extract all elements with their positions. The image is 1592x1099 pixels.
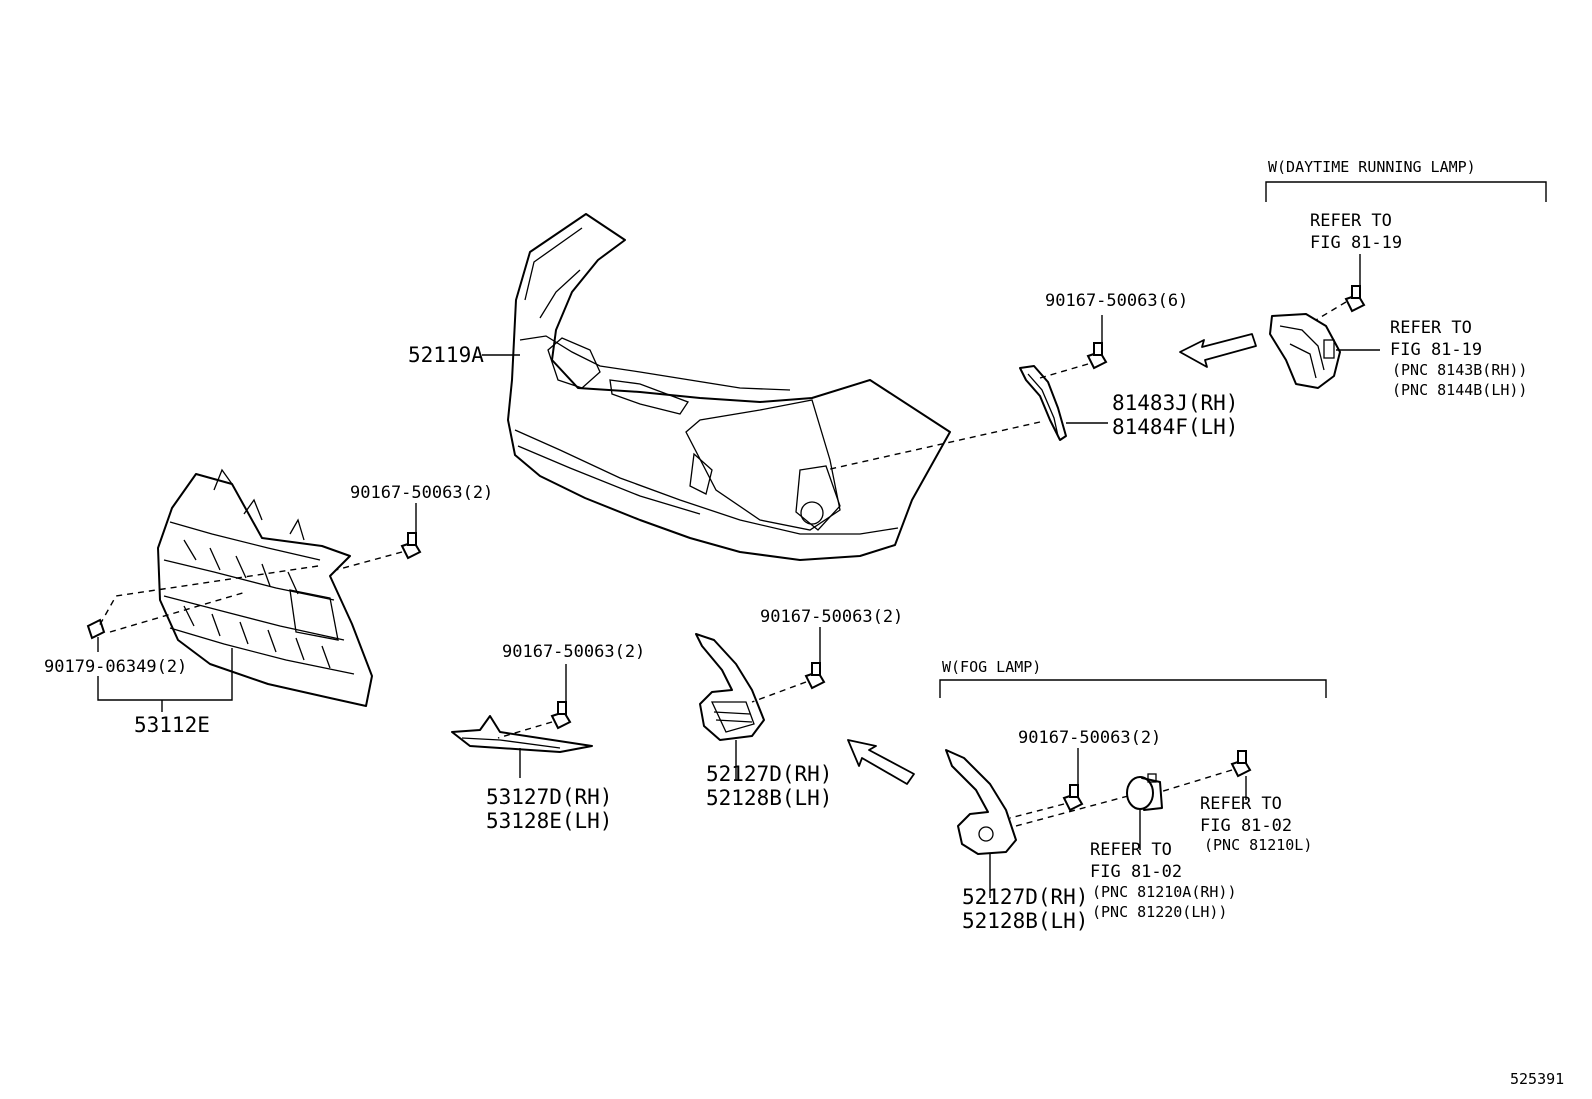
molding-drawing[interactable] <box>451 715 593 753</box>
bumper-cover-label: 52119A <box>408 343 484 367</box>
screw-fog-group[interactable] <box>1062 784 1084 812</box>
screw-drl[interactable] <box>1344 285 1366 313</box>
drl-lamp-drawing[interactable] <box>1269 313 1341 389</box>
fog-cover-rh-label: 52127D(RH) <box>706 762 832 786</box>
screw-molding[interactable] <box>550 701 572 730</box>
grille-drawing[interactable] <box>157 468 373 707</box>
grille-clip-label: 90179-06349(2) <box>44 657 187 677</box>
drl-bolt-ref-line2: FIG 81-19 <box>1310 233 1402 253</box>
fog-group-bracket <box>939 679 1327 698</box>
fog-group-cover-drawing[interactable] <box>945 749 1017 855</box>
reflector-lh-label: 81484F(LH) <box>1112 415 1238 439</box>
fog-group-screw-label: 90167-50063(2) <box>1018 728 1161 748</box>
screw-bumper[interactable] <box>1086 342 1108 370</box>
bumper-screw-label: 90167-50063(6) <box>1045 291 1188 311</box>
screw-grille[interactable] <box>400 532 422 560</box>
molding-screw-label: 90167-50063(2) <box>502 642 645 662</box>
drl-bolt-ref-line1: REFER TO <box>1310 211 1392 231</box>
fog-cover-lh-label: 52128B(LH) <box>706 786 832 810</box>
molding-rh-label: 53127D(RH) <box>486 785 612 809</box>
fog-bolt-ref-line1: REFER TO <box>1200 794 1282 814</box>
arrow-drl-icon <box>1179 333 1257 368</box>
assembly-lines <box>97 301 1347 827</box>
drl-lamp-pnc2: (PNC 8144B(LH)) <box>1392 381 1527 399</box>
drl-lamp-ref-line2: FIG 81-19 <box>1390 340 1482 360</box>
fog-lamp-pnc1: (PNC 81210A(RH)) <box>1092 883 1237 901</box>
fog-lamp-ref-line2: FIG 81-02 <box>1090 862 1182 882</box>
fog-lamp-drawing[interactable] <box>1126 773 1163 811</box>
drl-group-label: W(DAYTIME RUNNING LAMP) <box>1268 158 1476 176</box>
fog-group-label: W(FOG LAMP) <box>942 658 1041 676</box>
reflector-rh-label: 81483J(RH) <box>1112 391 1238 415</box>
molding-lh-label: 53128E(LH) <box>486 809 612 833</box>
bumper-cover-drawing[interactable] <box>507 213 951 561</box>
grille-label: 53112E <box>134 713 210 737</box>
drl-group-bracket <box>1265 181 1547 202</box>
drl-lamp-ref-line1: REFER TO <box>1390 318 1472 338</box>
bolt-fog-lamp[interactable] <box>1230 750 1252 778</box>
fog-group-cover-lh-label: 52128B(LH) <box>962 909 1088 933</box>
fog-group-cover-rh-label: 52127D(RH) <box>962 885 1088 909</box>
fog-bolt-pnc1: (PNC 81210L) <box>1204 836 1312 854</box>
drl-lamp-pnc1: (PNC 8143B(RH)) <box>1392 361 1527 379</box>
fog-lamp-ref-line1: REFER TO <box>1090 840 1172 860</box>
leader-lines <box>97 254 1380 898</box>
fog-cover-drawing[interactable] <box>695 633 765 741</box>
reflector-drawing[interactable] <box>1019 365 1067 441</box>
fog-cover-screw-label: 90167-50063(2) <box>760 607 903 627</box>
screw-fog-cover[interactable] <box>804 662 826 690</box>
arrow-fog-icon <box>847 739 915 785</box>
grille-screw-label: 90167-50063(2) <box>350 483 493 503</box>
fog-bolt-ref-line2: FIG 81-02 <box>1200 816 1292 836</box>
fog-lamp-pnc2: (PNC 81220(LH)) <box>1092 903 1227 921</box>
diagram-id: 525391 <box>1510 1070 1564 1088</box>
